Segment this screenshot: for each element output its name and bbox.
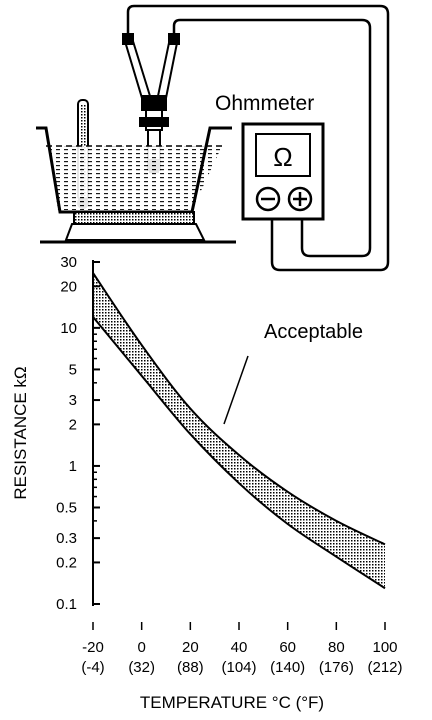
x-tick-label-fahrenheit: (140) — [270, 659, 305, 676]
y-tick-label: 5 — [69, 361, 77, 378]
x-tick-label-celsius: 100 — [372, 639, 397, 656]
y-tick-label: 0.1 — [56, 596, 77, 613]
water-container — [36, 126, 232, 214]
upper-limit-line — [92, 272, 386, 546]
ohmmeter: Ω — [241, 122, 325, 221]
x-tick-label-fahrenheit: (176) — [319, 659, 354, 676]
y-tick-label: 10 — [60, 320, 77, 337]
x-tick-label-fahrenheit: (88) — [177, 659, 204, 676]
x-tick-label-celsius: 40 — [231, 639, 248, 656]
y-ticks: 30 20 10 5 3 2 1 0.5 0.3 0.2 0.1 — [56, 254, 100, 613]
test-apparatus-illustration: Ω Ohmmeter — [36, 4, 390, 272]
y-tick-label: 3 — [69, 392, 77, 409]
x-tick-label-fahrenheit: (-4) — [81, 659, 104, 676]
y-axis-title: RESISTANCE kΩ — [11, 366, 30, 499]
y-tick-label: 20 — [60, 278, 77, 295]
acceptable-band-fill — [93, 272, 385, 589]
annotation-leader-line — [223, 355, 249, 425]
x-tick-label-celsius: 80 — [328, 639, 345, 656]
y-tick-label: 0.3 — [56, 530, 77, 547]
ohmmeter-label: Ohmmeter — [215, 92, 314, 115]
y-tick-label: 0.2 — [56, 554, 77, 571]
y-tick-label: 2 — [69, 416, 77, 433]
x-tick-label-celsius: 20 — [182, 639, 199, 656]
y-tick-label: 1 — [69, 458, 77, 475]
x-tick-label-fahrenheit: (32) — [128, 659, 155, 676]
y-tick-label: 0.5 — [56, 499, 77, 516]
x-tick-label-celsius: 60 — [279, 639, 296, 656]
lower-limit-line — [92, 316, 386, 590]
lead-wires — [126, 4, 390, 272]
acceptable-annotation: Acceptable — [264, 321, 363, 343]
x-tick-label-celsius: 0 — [137, 639, 145, 656]
x-ticks: -20 (-4) 0 (32) 20 (88) 40 (104) 60 (140) 80 (176) 1… — [81, 622, 403, 676]
burner — [40, 211, 236, 244]
y-tick-label: 30 — [60, 254, 77, 271]
x-tick-label-celsius: -20 — [82, 639, 104, 656]
resistance-chart: 30 20 10 5 3 2 1 0.5 0.3 0.2 0.1 -20 (-4) 0 (32) 20 (88… — [11, 254, 403, 712]
acceptable-band-layer — [92, 272, 386, 590]
probe-clips — [122, 33, 180, 100]
ohmmeter-display — [255, 133, 311, 177]
x-axis-title: TEMPERATURE °C (°F) — [140, 693, 324, 712]
ohm-symbol: Ω — [273, 142, 292, 172]
x-tick-label-fahrenheit: (212) — [367, 659, 402, 676]
x-tick-label-fahrenheit: (104) — [221, 659, 256, 676]
